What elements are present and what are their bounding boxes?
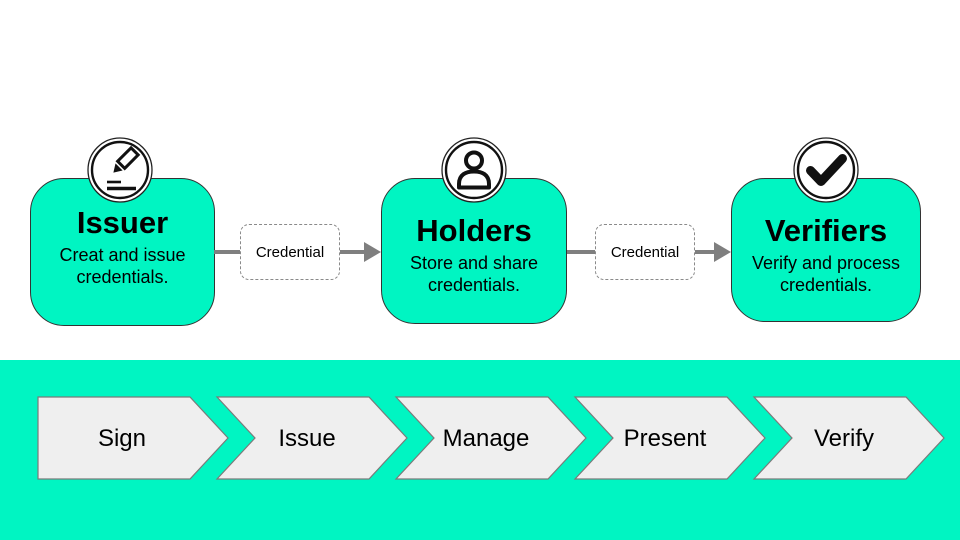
stage-title: Issuer [76, 205, 169, 240]
connector-line [695, 250, 714, 254]
credential-box-1: Credential [240, 224, 340, 280]
stage-title: Holders [416, 213, 532, 248]
stage-title: Verifiers [764, 213, 888, 248]
chevron-step-verify [752, 396, 945, 480]
process-flow: Sign Issue Manage Present Verify [37, 396, 945, 480]
connector-line [340, 250, 364, 254]
chevron-label: Issue [278, 425, 335, 452]
chevron-step-present [573, 396, 766, 480]
chevron-step-issue [215, 396, 408, 480]
process-band: Sign Issue Manage Present Verify [0, 360, 960, 540]
arrow-right-icon [364, 242, 381, 262]
credential-label: Credential [610, 243, 680, 261]
chevron-label: Present [624, 425, 707, 452]
stage-description: Creat and issue credentials. [59, 245, 186, 287]
arrow-right-icon [714, 242, 731, 262]
connector-line [214, 250, 240, 254]
stage-description: Store and share credentials. [409, 253, 539, 295]
pencil-icon [87, 137, 153, 203]
stage-description: Verify and process credentials. [751, 253, 901, 295]
chevron-label: Verify [814, 425, 874, 452]
stage-box-holders: Holders Store and share credentials. [381, 178, 567, 324]
credential-box-2: Credential [595, 224, 695, 280]
credential-label: Credential [255, 243, 325, 261]
person-icon [441, 137, 507, 203]
chevron-step-sign [37, 396, 229, 480]
connector-line [567, 250, 595, 254]
check-icon [793, 137, 859, 203]
chevron-label: Manage [443, 425, 530, 452]
chevron-step-manage [394, 396, 587, 480]
chevron-label: Sign [98, 425, 146, 452]
